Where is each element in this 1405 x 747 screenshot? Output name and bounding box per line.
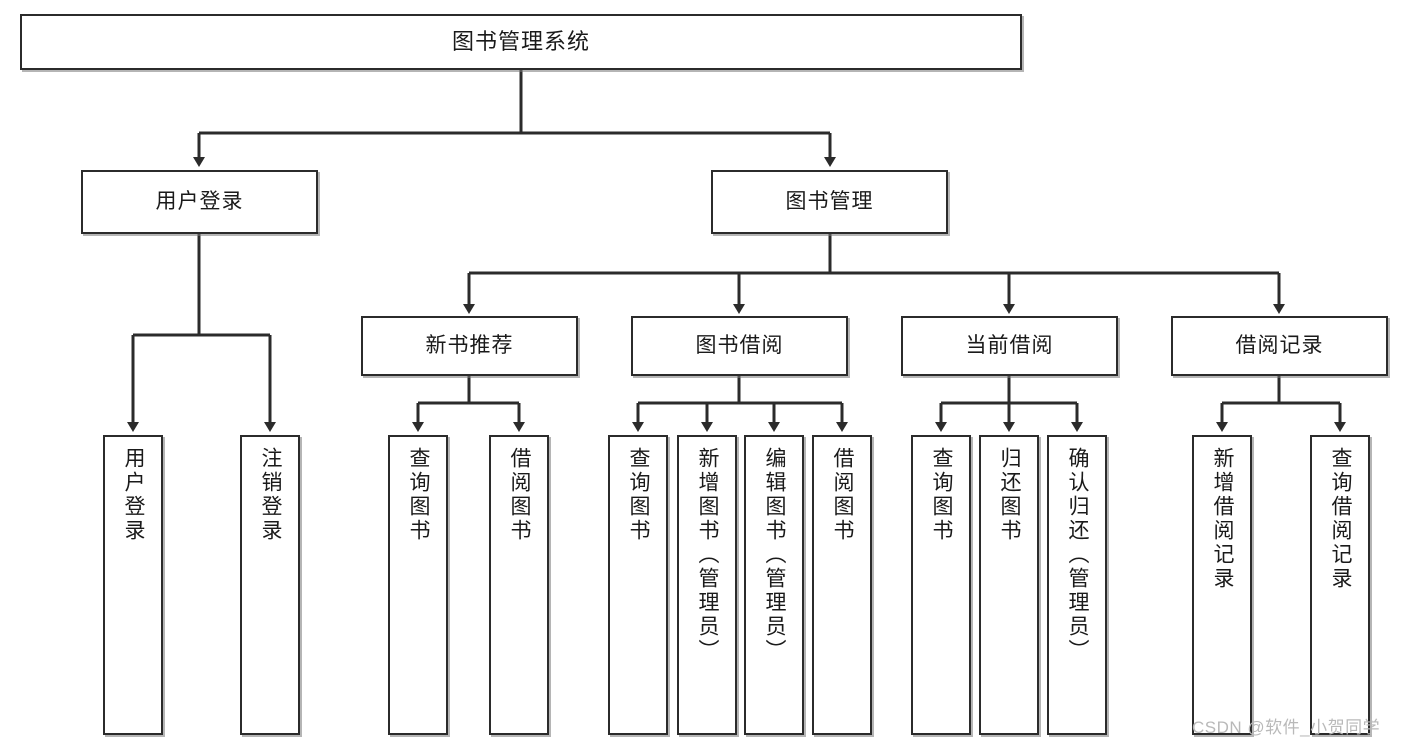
leaf-query-record-label: 查询借阅记录 xyxy=(1328,447,1352,591)
leaf-edit-book-label: 编辑图书（管理员） xyxy=(762,447,786,663)
node-book-borrow-label: 图书借阅 xyxy=(695,334,784,358)
node-borrow-record-label: 借阅记录 xyxy=(1235,334,1324,358)
leaf-query-book-1-label: 查询图书 xyxy=(406,447,430,543)
csdn-watermark: CSDN @软件_小贺同学 xyxy=(1192,718,1381,737)
leaf-user-login[interactable]: 用户登录 xyxy=(103,435,163,735)
leaf-logout-label: 注销登录 xyxy=(258,447,282,543)
leaf-query-book-2[interactable]: 查询图书 xyxy=(608,435,668,735)
leaf-borrow-book-1[interactable]: 借阅图书 xyxy=(489,435,549,735)
node-root[interactable]: 图书管理系统 xyxy=(20,14,1022,70)
node-current-borrow[interactable]: 当前借阅 xyxy=(901,316,1118,376)
node-new-book-recommend[interactable]: 新书推荐 xyxy=(361,316,578,376)
leaf-add-book[interactable]: 新增图书（管理员） xyxy=(677,435,737,735)
leaf-add-book-label: 新增图书（管理员） xyxy=(695,447,719,663)
leaf-return-book-label: 归还图书 xyxy=(997,447,1021,543)
leaf-add-record[interactable]: 新增借阅记录 xyxy=(1192,435,1252,735)
node-current-borrow-label: 当前借阅 xyxy=(965,334,1054,358)
leaf-query-book-2-label: 查询图书 xyxy=(626,447,650,543)
leaf-borrow-book-1-label: 借阅图书 xyxy=(507,447,531,543)
node-user-login-label: 用户登录 xyxy=(155,190,244,214)
leaf-user-login-label: 用户登录 xyxy=(121,447,145,543)
leaf-return-book[interactable]: 归还图书 xyxy=(979,435,1039,735)
node-borrow-record[interactable]: 借阅记录 xyxy=(1171,316,1388,376)
leaf-edit-book[interactable]: 编辑图书（管理员） xyxy=(744,435,804,735)
leaf-query-book-3-label: 查询图书 xyxy=(929,447,953,543)
node-book-borrow[interactable]: 图书借阅 xyxy=(631,316,848,376)
node-root-label: 图书管理系统 xyxy=(451,28,590,54)
leaf-query-book-3[interactable]: 查询图书 xyxy=(911,435,971,735)
leaf-logout[interactable]: 注销登录 xyxy=(240,435,300,735)
leaf-query-book-1[interactable]: 查询图书 xyxy=(388,435,448,735)
leaf-confirm-return-label: 确认归还（管理员） xyxy=(1065,447,1089,663)
node-user-login[interactable]: 用户登录 xyxy=(81,170,318,234)
leaf-borrow-book-2-label: 借阅图书 xyxy=(830,447,854,543)
node-new-book-recommend-label: 新书推荐 xyxy=(425,334,514,358)
leaf-confirm-return[interactable]: 确认归还（管理员） xyxy=(1047,435,1107,735)
leaf-add-record-label: 新增借阅记录 xyxy=(1210,447,1234,591)
leaf-borrow-book-2[interactable]: 借阅图书 xyxy=(812,435,872,735)
node-book-manage-label: 图书管理 xyxy=(785,190,874,214)
leaf-query-record[interactable]: 查询借阅记录 xyxy=(1310,435,1370,735)
node-book-manage[interactable]: 图书管理 xyxy=(711,170,948,234)
